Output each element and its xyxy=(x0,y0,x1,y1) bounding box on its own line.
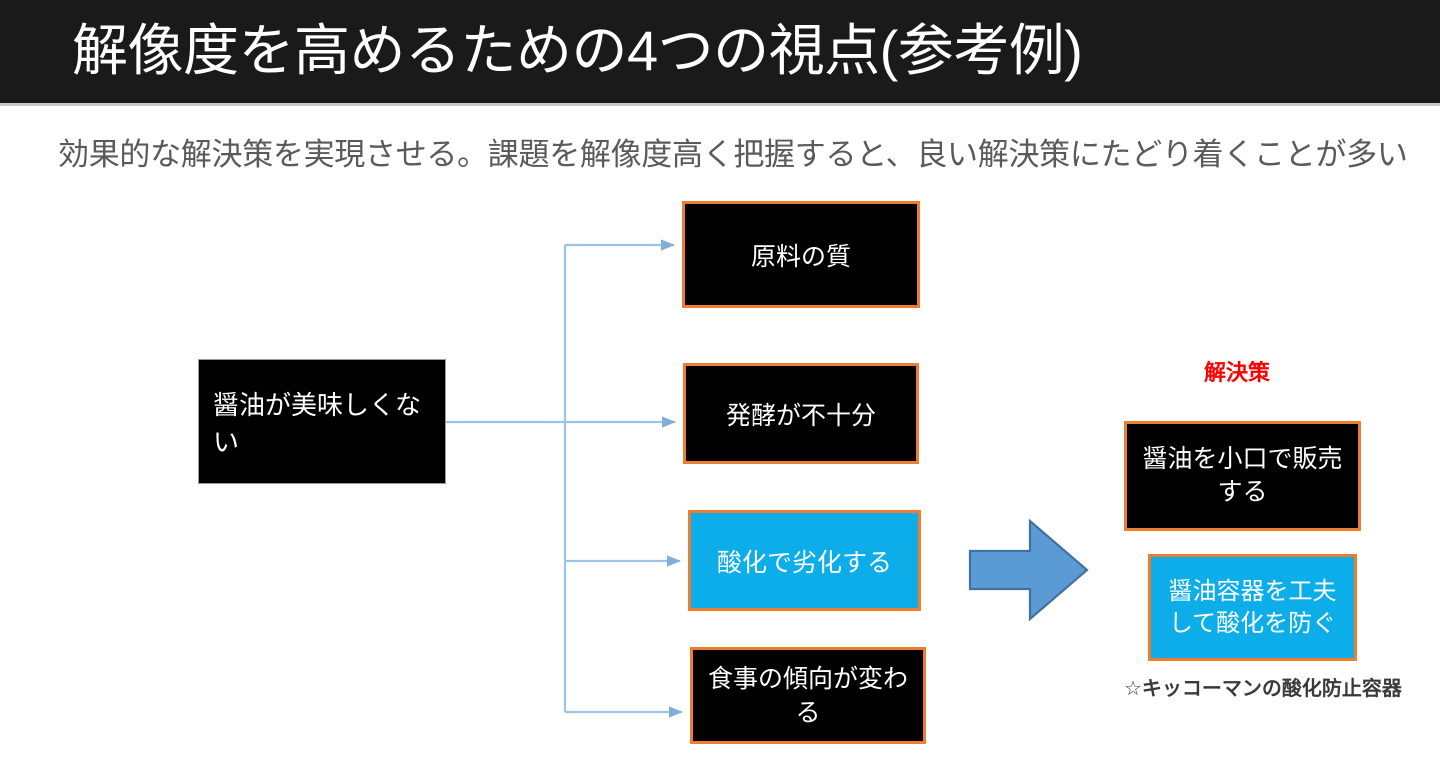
cause-box-1-label: 原料の質 xyxy=(750,242,851,271)
cause-box-3[interactable]: 酸化で劣化する xyxy=(688,510,921,611)
cause-box-4-label: 食事の傾向が変わる xyxy=(707,664,908,727)
title-bar xyxy=(0,0,1440,103)
solution-heading: 解決策 xyxy=(1204,360,1271,385)
page-title: 解像度を高めるための4つの視点(参考例) xyxy=(72,19,1083,82)
cause-box-2-label: 発酵が不十分 xyxy=(725,401,876,430)
problem-root-box[interactable]: 醤油が美味しくない xyxy=(198,359,446,484)
right-block-arrow-icon xyxy=(968,518,1089,622)
cause-box-4[interactable]: 食事の傾向が変わる xyxy=(690,647,926,744)
solution-box-2[interactable]: 醤油容器を工夫して酸化を防ぐ xyxy=(1148,554,1357,661)
problem-root-label: 醤油が美味しくない xyxy=(213,389,422,457)
subtitle-text: 効果的な解決策を実現させる。課題を解像度高く把握すると、良い解決策にたどり着くこ… xyxy=(58,137,1408,172)
solution-box-2-label: 醤油容器を工夫して酸化を防ぐ xyxy=(1168,577,1337,637)
cause-box-1[interactable]: 原料の質 xyxy=(682,201,920,308)
solution-box-1[interactable]: 醤油を小口で販売する xyxy=(1124,421,1361,531)
cause-box-3-label: 酸化で劣化する xyxy=(716,548,892,577)
cause-box-2[interactable]: 発酵が不十分 xyxy=(683,363,919,464)
solution-box-1-label: 醤油を小口で販売する xyxy=(1142,445,1343,506)
title-bar-underline xyxy=(0,103,1440,106)
solution-footnote: ☆キッコーマンの酸化防止容器 xyxy=(1124,678,1402,700)
